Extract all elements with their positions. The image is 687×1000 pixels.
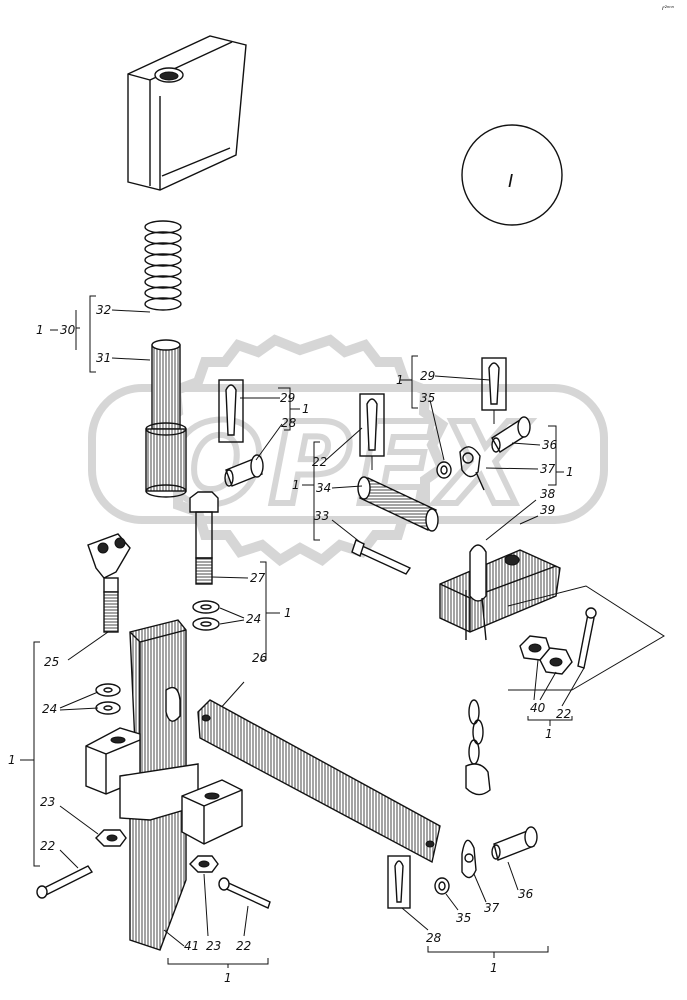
watermark-text: OPEX: [168, 400, 532, 530]
callout-1-main: 1: [8, 753, 16, 767]
callout-28-bottom: 28: [426, 931, 442, 945]
callout-28: 28: [281, 416, 297, 430]
washer-35-lower: [434, 877, 450, 895]
callout-36-upper: 36: [542, 438, 558, 452]
callout-34: 34: [316, 481, 331, 495]
chain: [465, 699, 491, 796]
callout-1-bolt: 1: [284, 606, 292, 620]
callout-22-right: 22: [556, 707, 571, 721]
callout-1-bottom: 1: [224, 971, 232, 985]
shaft-34: [357, 476, 439, 532]
corner-mark: r²ⁿⁿⁿ: [662, 5, 675, 12]
detail-view-circle: [461, 124, 563, 226]
callout-38: 38: [540, 487, 556, 501]
callout-1-bottom-right: 1: [490, 961, 498, 975]
callout-32: 32: [96, 303, 111, 317]
wedge-block: [127, 35, 247, 191]
nut-23-bottom: [189, 855, 219, 873]
callout-37-upper: 37: [540, 462, 556, 476]
washers-24-lower: [95, 683, 121, 715]
callout-33: 33: [314, 509, 329, 523]
callout-1-pin: 1: [302, 402, 310, 416]
callout-1-shaft: 1: [292, 478, 300, 492]
callout-37-lower: 37: [484, 901, 500, 915]
detail-view-label: I: [508, 171, 513, 192]
watermark-badge: [88, 384, 608, 524]
callout-22-upper: 22: [312, 455, 327, 469]
callout-31: 31: [96, 351, 111, 365]
callout-39: 39: [540, 503, 555, 517]
callout-26: 26: [252, 651, 268, 665]
clevis-pin-36-upper: [491, 416, 531, 453]
callout-23-left: 23: [40, 795, 55, 809]
cotter-pin-29-right: [481, 357, 507, 424]
watermark: OPEX: [88, 334, 608, 567]
callout-1-chain-top: 1: [396, 373, 404, 387]
hitch-block: [439, 544, 561, 641]
callout-22-bottom: 22: [236, 939, 251, 953]
callout-30: 30: [60, 323, 76, 337]
callout-1-left: 1: [36, 323, 44, 337]
callout-40: 40: [530, 701, 546, 715]
callout-35-lower: 35: [456, 911, 471, 925]
clevis-pin-28: [224, 454, 264, 487]
callout-22-left: 22: [40, 839, 55, 853]
cotter-pin-22-upper: [359, 393, 385, 470]
link-37-lower: [461, 839, 477, 879]
callout-25: 25: [44, 655, 59, 669]
callout-27: 27: [250, 571, 266, 585]
cotter-pin-28-bottom: [387, 855, 411, 909]
callout-36-lower: 36: [518, 887, 534, 901]
cotter-pin-22-left: [36, 865, 94, 899]
washers-24-upper: [192, 600, 220, 631]
callout-29-left: 29: [280, 391, 295, 405]
callout-29-right: 29: [420, 369, 435, 383]
callout-23-bottom: 23: [206, 939, 221, 953]
link-37-upper: [459, 446, 485, 491]
clamp-block: [85, 727, 243, 845]
cotter-pin-22-bottom: [218, 877, 271, 909]
callout-24-lower: 24: [42, 702, 57, 716]
washer-35-upper: [436, 461, 452, 479]
flat-bar-26: [197, 699, 441, 864]
callout-1-chain-right: 1: [566, 465, 574, 479]
eye-bolt-25: [87, 533, 131, 633]
bolt-27: [189, 491, 219, 585]
bracket-30: [50, 295, 151, 373]
spring: [144, 220, 182, 311]
nut-23-left: [95, 829, 127, 847]
clevis-pin-36-lower: [491, 826, 538, 861]
cotter-pin-22-right: [577, 607, 597, 669]
plunger: [145, 339, 187, 498]
callout-41: 41: [184, 939, 199, 953]
cotter-pin-29-left: [218, 379, 244, 443]
nuts-40: [519, 635, 573, 675]
pin-33: [351, 539, 412, 575]
callout-35-upper: 35: [420, 391, 435, 405]
callout-1-nuts: 1: [545, 727, 553, 741]
callout-24-upper: 24: [246, 612, 261, 626]
